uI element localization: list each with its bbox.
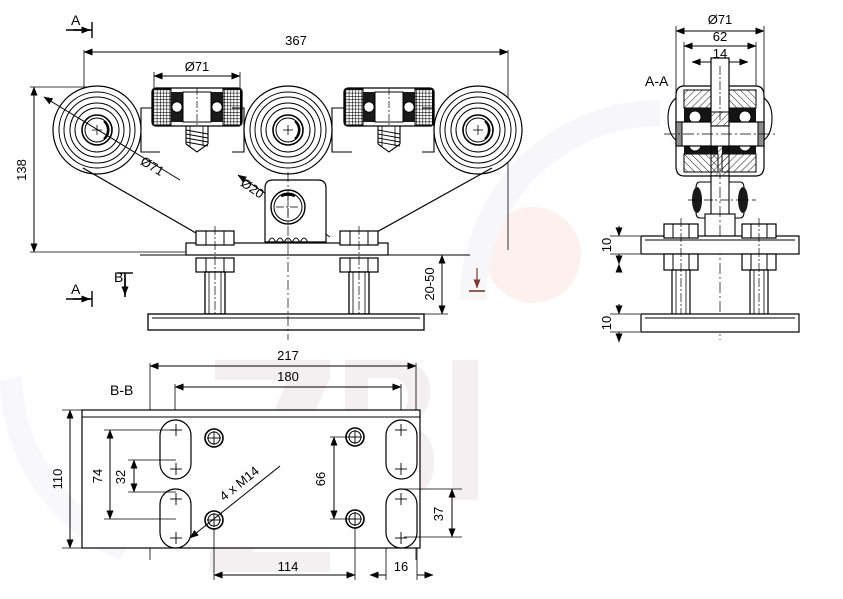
front-view: A A B 367 138 bbox=[14, 12, 523, 340]
base-plate-front bbox=[147, 313, 425, 331]
leader-m14 bbox=[189, 465, 281, 539]
bolt-left-section-aa bbox=[663, 218, 699, 318]
upper-mounting-plate bbox=[140, 242, 470, 256]
section-mark-a-bottom bbox=[66, 291, 93, 307]
dimension-label-bb-37: 37 bbox=[431, 507, 446, 521]
section-label-a-bottom: A bbox=[71, 281, 81, 297]
dimension-aa-d71 bbox=[675, 26, 765, 96]
bolt-right-section-aa bbox=[741, 218, 777, 318]
section-bb-view: B-B 217 180 110 bbox=[50, 348, 462, 580]
leader-d71 bbox=[43, 96, 181, 181]
dimension-label-bb-217: 217 bbox=[277, 348, 299, 363]
dimension-label-bb-32: 32 bbox=[113, 470, 128, 484]
dimension-bb-32 bbox=[128, 459, 176, 493]
slot-hole-right-upper bbox=[385, 419, 418, 480]
dimension-label-aa-10-top: 10 bbox=[599, 238, 614, 252]
dimension-aa-62 bbox=[683, 42, 757, 92]
base-plate-section-aa bbox=[640, 313, 800, 333]
dimension-label-bb-114: 114 bbox=[278, 559, 299, 574]
dimension-label-bb-74: 74 bbox=[90, 469, 105, 483]
dimension-bb-16 bbox=[369, 548, 434, 580]
bearing-block-left bbox=[151, 87, 243, 153]
slot-hole-left-lower bbox=[159, 488, 192, 549]
upper-plate-section-aa bbox=[640, 235, 800, 255]
dimension-label-aa-62: 62 bbox=[713, 29, 727, 44]
bolt-assembly-right bbox=[339, 226, 379, 318]
dimension-label-bb-110: 110 bbox=[50, 469, 65, 490]
section-mark-a-top bbox=[66, 22, 93, 38]
dimension-label-20-50: 20-50 bbox=[422, 267, 437, 300]
support-arm-right bbox=[374, 167, 493, 234]
center-pin-block bbox=[264, 179, 327, 245]
section-mark-b bbox=[117, 272, 133, 297]
roller-wheel-left bbox=[52, 85, 142, 175]
dimension-label-138: 138 bbox=[14, 159, 29, 181]
bracket-section-aa bbox=[688, 168, 756, 340]
slot-hole-left-upper bbox=[159, 419, 192, 480]
section-label-a-top: A bbox=[71, 12, 81, 28]
dimension-label-aa-d71: Ø71 bbox=[708, 12, 733, 27]
dimension-d71-width bbox=[153, 72, 241, 90]
dimension-aa-10-bottom bbox=[610, 304, 640, 343]
dimension-label-d71-width: Ø71 bbox=[185, 59, 210, 74]
dimension-bb-74 bbox=[104, 429, 176, 520]
dimension-bb-37 bbox=[404, 488, 462, 538]
adjust-direction-arrow bbox=[469, 268, 485, 292]
roller-wheel-middle bbox=[232, 85, 352, 175]
dimension-label-bb-66: 66 bbox=[313, 472, 328, 486]
section-aa-label: A-A bbox=[645, 73, 669, 89]
roller-wheel-right bbox=[422, 85, 523, 175]
dimension-aa-10-top bbox=[610, 226, 640, 273]
dimension-bb-66 bbox=[330, 436, 355, 520]
dimension-label-aa-14: 14 bbox=[713, 46, 727, 61]
bearing-block-right bbox=[343, 87, 435, 153]
dimension-label-bb-16: 16 bbox=[394, 559, 408, 574]
slot-hole-right-lower bbox=[385, 488, 418, 549]
section-bb-label: B-B bbox=[110, 382, 133, 398]
dimension-bb-114 bbox=[213, 528, 356, 580]
dimension-20-50 bbox=[424, 254, 448, 315]
dimension-label-367: 367 bbox=[285, 33, 307, 48]
bolt-assembly-left bbox=[195, 226, 235, 318]
dimension-label-bb-180: 180 bbox=[277, 369, 299, 384]
section-aa-view: A-A Ø71 62 14 bbox=[599, 12, 800, 343]
threaded-hole-top-left bbox=[204, 428, 224, 448]
section-label-b: B bbox=[114, 269, 123, 285]
dimension-label-aa-10-bottom: 10 bbox=[599, 316, 614, 330]
bearing-section-aa bbox=[664, 57, 776, 187]
dimension-bb-110 bbox=[62, 409, 82, 549]
